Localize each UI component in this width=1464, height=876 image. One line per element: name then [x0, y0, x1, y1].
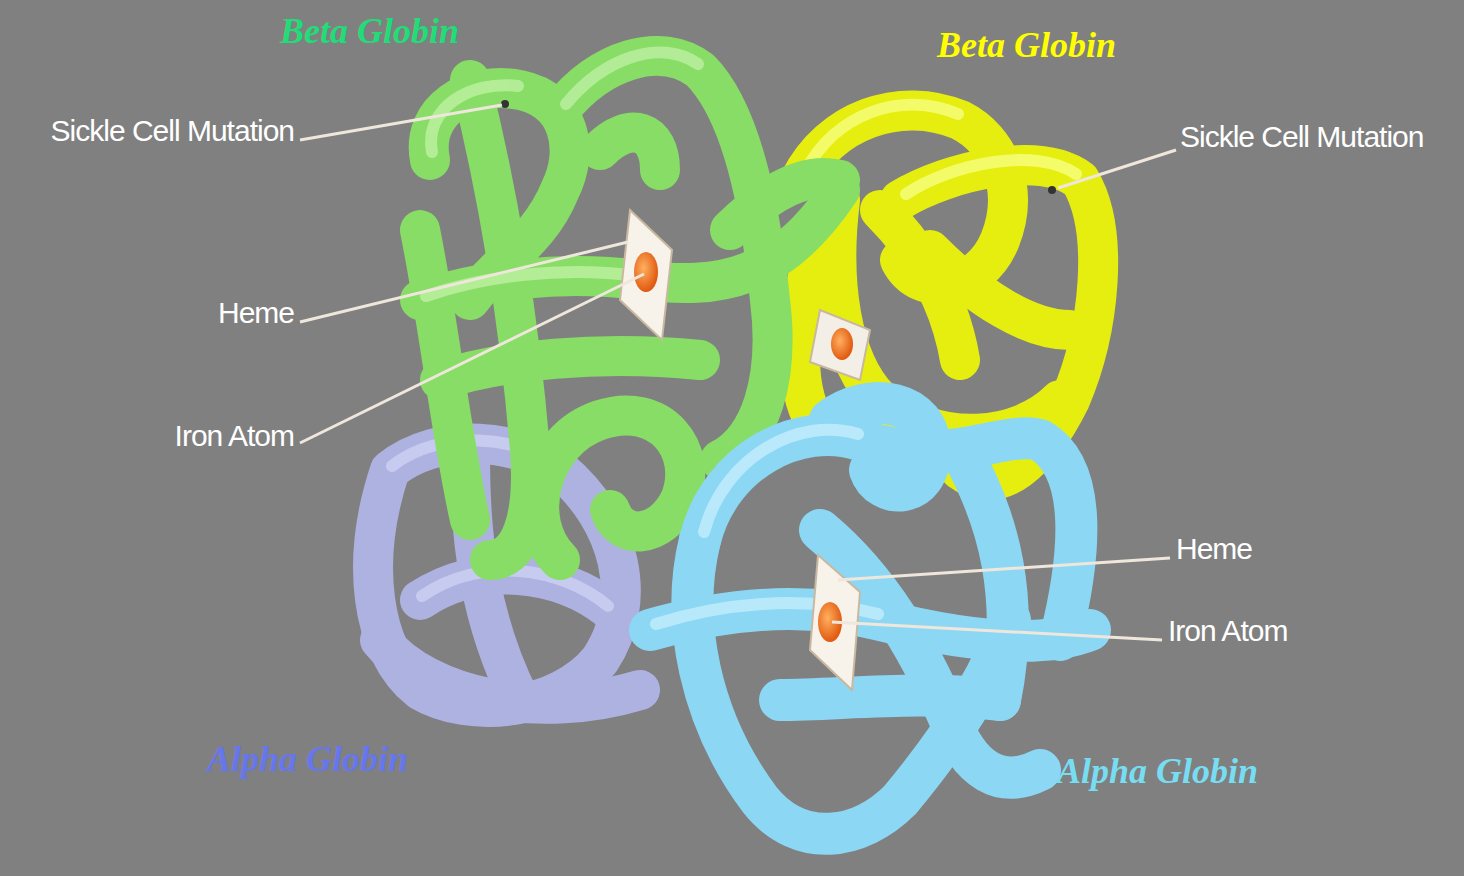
callout-label: Iron Atom	[1168, 614, 1287, 647]
callout-label: Sickle Cell Mutation	[1180, 120, 1423, 153]
callout-label: Heme	[218, 296, 294, 329]
chain-name: Beta Globin	[280, 12, 459, 52]
chain-name: Alpha Globin	[1057, 752, 1258, 792]
callout-label: Iron Atom	[175, 419, 294, 452]
heme-group	[810, 310, 870, 380]
alpha-globin-chain	[650, 403, 1090, 834]
callout-label: Sickle Cell Mutation	[51, 114, 294, 147]
leader-lines	[300, 105, 1176, 640]
chain-name: Alpha Globin	[207, 740, 408, 780]
chain-name: Beta Globin	[937, 26, 1116, 66]
beta-globin-chain	[420, 52, 840, 560]
mutation-dot	[1048, 186, 1056, 194]
mutation-dot	[501, 100, 509, 108]
callout-label: Heme	[1176, 532, 1252, 565]
heme-group	[620, 210, 672, 340]
